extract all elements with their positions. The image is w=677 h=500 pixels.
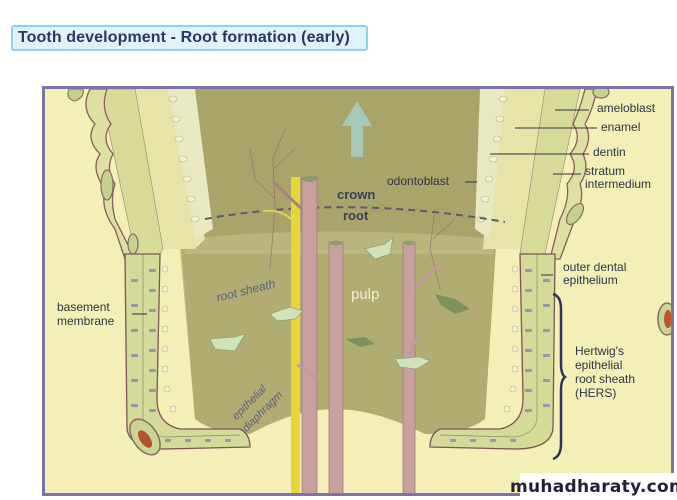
label-stratum-intermedium-1: stratum (585, 164, 626, 178)
blood-vessel-main (301, 176, 318, 493)
label-pulp: pulp (351, 286, 380, 303)
label-hers-1: Hertwig's (575, 344, 624, 358)
label-root: root (343, 208, 369, 223)
label-crown: crown (337, 187, 376, 202)
fibroblasts (209, 236, 431, 370)
diagram-frame: ameloblast enamel dentin stratum interme… (42, 86, 674, 496)
odontoblast-beads-right (476, 95, 519, 413)
label-hers-2: epithelial (575, 358, 623, 372)
growth-direction-arrow (342, 101, 372, 157)
vessel-branch-lower-left (296, 363, 319, 381)
nerve-branch (262, 209, 292, 220)
odontoblast-beads-left (161, 95, 200, 413)
left-dentin (168, 89, 213, 239)
slide-title: Tooth development - Root formation (earl… (11, 25, 368, 51)
label-stratum-intermedium-2: intermedium (585, 177, 652, 191)
vessel-opening-main (302, 176, 317, 182)
vessel-branch-right (413, 262, 442, 291)
dark-fibroblasts (345, 294, 470, 347)
label-outer-dental-epithelium-2: epithelium (563, 273, 618, 287)
vessel-branch-small (408, 332, 422, 355)
blood-vessel-2 (328, 241, 344, 493)
left-ameloblast-layer (99, 89, 164, 255)
tissue-blobs (67, 89, 671, 456)
watermark: muhadharaty.com (510, 473, 677, 500)
label-hers-3: root sheath (575, 372, 636, 386)
label-odontoblast: odontoblast (387, 174, 450, 188)
label-basement-membrane-1: basement (57, 300, 110, 314)
cej-dashed-line (204, 206, 506, 223)
vessel-opening-2 (330, 240, 342, 246)
right-hers-outer (429, 253, 556, 450)
blood-vessel-3 (402, 241, 416, 493)
right-hers-inner-line (439, 254, 538, 438)
label-outer-dental-epithelium-1: outer dental (563, 260, 627, 274)
vessel-opening-3 (404, 240, 414, 246)
tooth-root-formation-illustration (67, 89, 671, 493)
hers-brace (552, 292, 568, 461)
label-enamel: enamel (601, 120, 641, 134)
left-cell-nuclei (131, 269, 231, 442)
vessel-branch-left (271, 179, 303, 211)
label-ameloblast: ameloblast (597, 101, 656, 115)
nerve (291, 177, 300, 493)
right-cell-nuclei (450, 269, 550, 442)
label-dentin: dentin (593, 145, 626, 159)
label-hers-4: (HERS) (575, 386, 617, 400)
label-basement-membrane-2: membrane (57, 314, 115, 328)
leader-lines (132, 109, 597, 315)
